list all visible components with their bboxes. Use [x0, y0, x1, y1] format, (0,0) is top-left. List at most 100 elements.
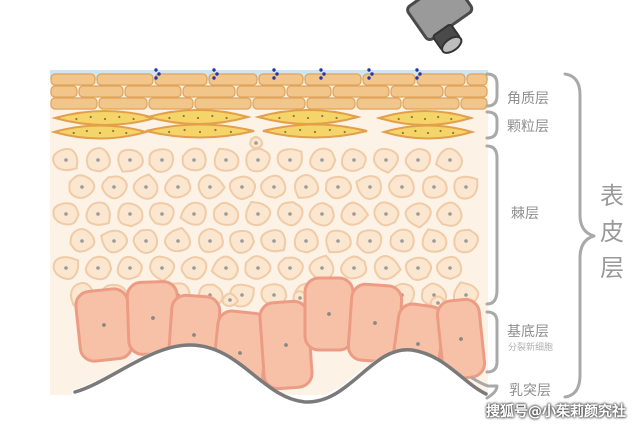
granule-dot [85, 129, 88, 133]
label-epidermis-char-1: 表 [600, 182, 624, 210]
spinous-nucleus [320, 212, 324, 216]
basal-nucleus [238, 351, 242, 355]
corneum-bracket [485, 72, 499, 108]
corneum-cell [148, 97, 194, 110]
moisture-dot [275, 72, 279, 76]
corneum-cell [390, 85, 444, 98]
granule-dot [214, 128, 217, 132]
spinous-nucleus [160, 212, 164, 216]
spinous-nucleus [464, 185, 468, 189]
spinous-nucleus [272, 185, 276, 189]
corneum-cell [444, 85, 488, 98]
granule-dot [321, 114, 324, 118]
spinous-nucleus [240, 239, 244, 243]
spinous-nucleus [336, 239, 340, 243]
granule-dot [426, 131, 430, 135]
granule-dot [112, 129, 115, 133]
moisture-dot [319, 68, 323, 72]
corneum-cell [258, 73, 304, 86]
spinous-nucleus [224, 266, 228, 270]
granule-dot [198, 130, 202, 134]
moisture-dot [367, 68, 371, 72]
basal-nucleus [416, 342, 420, 346]
watermark: 搜狐号@小茱莉颜究社 [486, 404, 626, 420]
spinous-nucleus [128, 266, 132, 270]
label-epidermis-char-2: 皮 [600, 218, 624, 246]
spinous-nucleus [448, 212, 452, 216]
spinous-nucleus [192, 266, 196, 270]
corneum-cell [304, 73, 362, 86]
moisture-dot [154, 68, 158, 72]
spinous-nucleus [384, 266, 388, 270]
spinous-nucleus [400, 239, 404, 243]
moisture-dot [415, 68, 419, 72]
moisture-dot [367, 76, 371, 80]
granule-dot [284, 130, 287, 134]
granule-dot [306, 116, 310, 120]
granule-dot [410, 115, 413, 119]
spinous-nucleus [272, 239, 276, 243]
granule-dot [397, 117, 400, 121]
spinous-nucleus [176, 239, 180, 243]
corneum-cell [78, 85, 124, 98]
corneum-cell [154, 73, 208, 86]
label-stratum-basale: 基底层 [507, 323, 549, 340]
spinous-nucleus [64, 158, 68, 162]
spinous-nucleus [304, 185, 308, 189]
spinous-nucleus [288, 158, 292, 162]
label-stratum-basale-note: 分裂新细胞 [508, 341, 553, 353]
corneum-cell [356, 97, 402, 110]
corneum-cell [98, 97, 148, 110]
spinous-nucleus [240, 185, 244, 189]
basal-nucleus [284, 343, 288, 347]
spinous-nucleus [228, 298, 232, 302]
spinous-nucleus [320, 158, 324, 162]
granule-dot [118, 115, 121, 119]
spinosum-bracket [485, 144, 499, 306]
granule-dot [229, 130, 232, 134]
spinous-nucleus [80, 239, 84, 243]
label-stratum-granulosum: 颗粒层 [507, 119, 549, 135]
label-papillary-layer: 乳突层 [509, 383, 551, 399]
moisture-dot [272, 76, 276, 80]
corneum-cell [236, 85, 286, 98]
label-stratum-corneum: 角质层 [507, 91, 549, 107]
granule-dot [125, 131, 128, 135]
granule-dot [335, 116, 338, 120]
basale-bracket [485, 310, 499, 374]
moisture-dot [415, 76, 419, 80]
granule-dot [450, 117, 453, 121]
corneum-cell [362, 73, 416, 86]
granule-dot [182, 114, 185, 118]
spinous-nucleus [298, 296, 302, 300]
granule-dot [423, 117, 427, 121]
spinous-nucleus [432, 293, 436, 297]
basal-nucleus [373, 321, 377, 325]
stratum-granulosum-cells [50, 109, 476, 140]
spinous-nucleus [256, 266, 260, 270]
spinous-nucleus [224, 158, 228, 162]
corneum-cell [466, 73, 488, 86]
spinous-nucleus [96, 158, 100, 162]
corneum-cell [124, 85, 182, 98]
spinous-nucleus [176, 185, 180, 189]
corneum-cell [194, 97, 252, 110]
spinous-nucleus [432, 185, 436, 189]
label-epidermis-char-3: 层 [600, 254, 624, 282]
spinous-nucleus [192, 158, 196, 162]
spinous-nucleus [208, 185, 212, 189]
spinous-nucleus [416, 212, 420, 216]
corneum-cell [50, 73, 96, 86]
spinous-nucleus [80, 185, 84, 189]
moisture-dots [154, 68, 422, 80]
spinous-nucleus [352, 212, 356, 216]
spinous-nucleus [336, 185, 340, 189]
spinous-nucleus [144, 239, 148, 243]
granule-dot [75, 117, 78, 121]
moisture-dot [319, 76, 323, 80]
granule-dot [168, 116, 171, 120]
corneum-cell [286, 85, 332, 98]
spinous-nucleus [144, 185, 148, 189]
basal-cell-group [303, 276, 355, 352]
epidermis-brace [563, 72, 596, 399]
